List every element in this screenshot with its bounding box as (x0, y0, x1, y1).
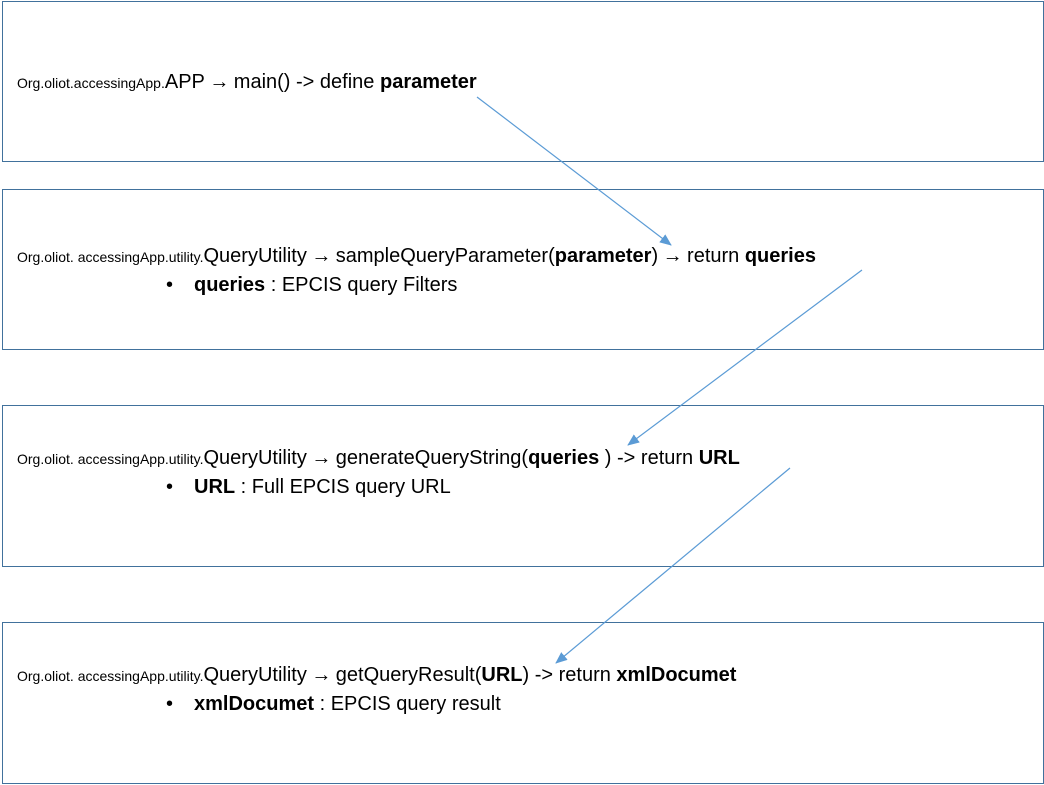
box-generate-query-string (2, 405, 1044, 567)
connector-url (555, 467, 791, 664)
connector-queries (627, 269, 863, 446)
arg-name: queries (528, 447, 600, 469)
method-name: getQueryResult( (335, 664, 482, 686)
return-value: URL (698, 447, 740, 469)
bullet-term: queries (194, 274, 266, 296)
method-rest: -> define (290, 71, 380, 93)
box4-bullet: • xmlDocumet : EPCIS query result (166, 694, 501, 714)
arrow-icon: → (311, 245, 332, 267)
box3-line: Org.oliot. accessingApp.utility.QueryUti… (17, 448, 740, 468)
return-value: queries (744, 245, 816, 267)
box2-line: Org.oliot. accessingApp.utility.QueryUti… (17, 246, 816, 266)
arrow-icon: → (311, 447, 332, 469)
package-prefix: Org.oliot.accessingApp. (17, 75, 165, 91)
package-prefix: Org.oliot. accessingApp.utility. (17, 451, 204, 467)
return-label: return (687, 245, 745, 267)
bullet-term: xmlDocumet (194, 693, 315, 715)
bullet-desc: : EPCIS query result (314, 693, 501, 715)
class-name: APP (164, 71, 205, 93)
box-app-main (2, 1, 1044, 162)
connector-parameter (476, 96, 672, 246)
method-name: main() (233, 71, 291, 93)
class-name: QueryUtility (203, 245, 307, 267)
arrow-icon: → (662, 245, 683, 267)
bullet-icon: • (166, 693, 174, 715)
bullet-icon: • (166, 476, 174, 498)
bullet-icon: • (166, 274, 174, 296)
param-name: parameter (379, 71, 477, 93)
box4-line: Org.oliot. accessingApp.utility.QueryUti… (17, 665, 736, 685)
package-prefix: Org.oliot. accessingApp.utility. (17, 249, 204, 265)
method-name: sampleQueryParameter( (335, 245, 555, 267)
bullet-desc: : EPCIS query Filters (265, 274, 458, 296)
arg-name: parameter (554, 245, 652, 267)
box-sample-query-parameter (2, 189, 1044, 350)
box-get-query-result (2, 622, 1044, 784)
arrow-icon: → (311, 664, 332, 686)
method-close: ) -> return (599, 447, 699, 469)
method-close: ) -> return (522, 664, 617, 686)
box2-bullet: • queries : EPCIS query Filters (166, 275, 457, 295)
class-name: QueryUtility (203, 447, 307, 469)
package-prefix: Org.oliot. accessingApp.utility. (17, 668, 204, 684)
method-name: generateQueryString( (335, 447, 529, 469)
arg-name: URL (481, 664, 523, 686)
bullet-desc: : Full EPCIS query URL (235, 476, 451, 498)
bullet-term: URL (194, 476, 236, 498)
arrow-icon: → (209, 71, 230, 93)
box3-bullet: • URL : Full EPCIS query URL (166, 477, 451, 497)
return-value: xmlDocumet (616, 664, 737, 686)
box1-line: Org.oliot.accessingApp.APP → main() -> d… (17, 72, 477, 92)
method-close: ) (651, 245, 659, 267)
class-name: QueryUtility (203, 664, 307, 686)
